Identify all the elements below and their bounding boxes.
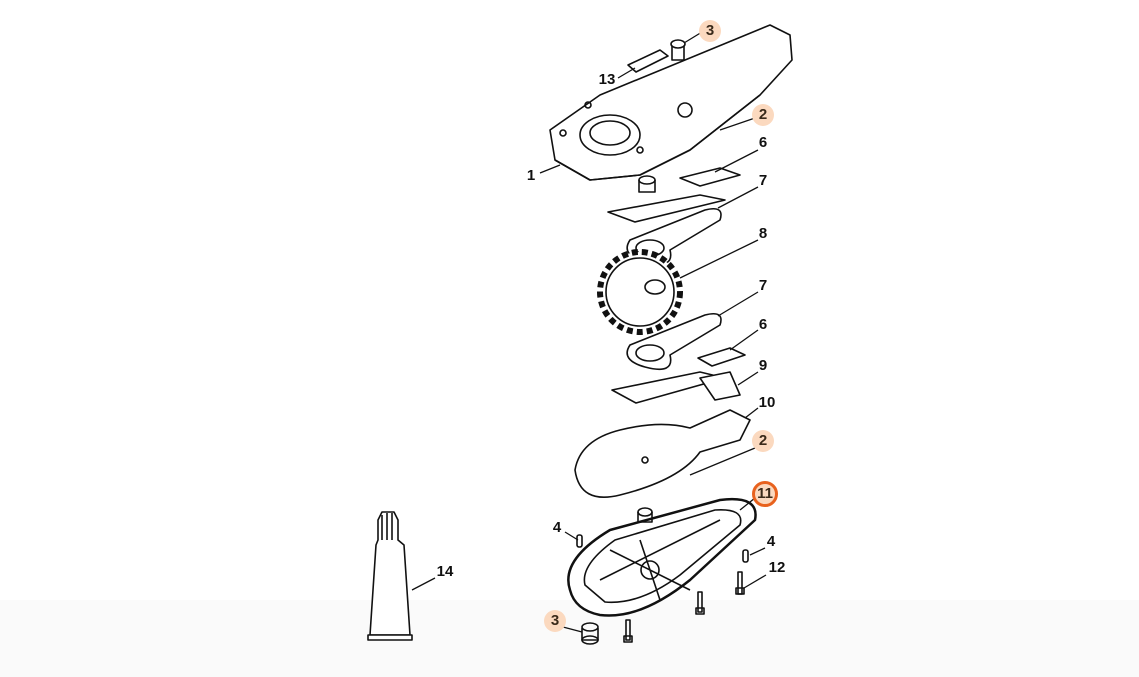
screw-part (670, 39, 686, 61)
connecting-rod-part (626, 312, 722, 371)
floor-shade (0, 600, 1139, 677)
callout-13[interactable]: 13 (598, 71, 616, 88)
gasket-part (574, 409, 751, 499)
screw-part (623, 619, 633, 643)
callout-6-top[interactable]: 6 (758, 134, 768, 151)
callout-11-selected[interactable]: 11 (752, 481, 778, 507)
gear-part (597, 249, 683, 335)
pin-part (576, 534, 583, 548)
callout-7-bottom[interactable]: 7 (758, 277, 768, 294)
slider-part (697, 347, 746, 367)
screw-part (735, 571, 745, 595)
callout-2-bottom[interactable]: 2 (752, 430, 774, 452)
callout-8[interactable]: 8 (758, 225, 768, 242)
callout-4-left[interactable]: 4 (552, 519, 562, 536)
callout-1[interactable]: 1 (526, 167, 536, 184)
screw-part (581, 622, 599, 645)
callout-3-bottom[interactable]: 3 (544, 610, 566, 632)
bracket-part (699, 371, 741, 401)
callout-7-top[interactable]: 7 (758, 172, 768, 189)
slider-part (679, 167, 741, 187)
callout-3-top[interactable]: 3 (699, 20, 721, 42)
screw-part (695, 591, 705, 615)
callout-2-top[interactable]: 2 (752, 104, 774, 126)
callout-6-bottom[interactable]: 6 (758, 316, 768, 333)
callout-4-right[interactable]: 4 (766, 533, 776, 550)
bushing-part (638, 175, 656, 193)
callout-12[interactable]: 12 (768, 559, 786, 576)
callout-14[interactable]: 14 (436, 563, 454, 580)
pin-part (742, 549, 749, 563)
grease-tube-part (367, 511, 413, 641)
callout-10[interactable]: 10 (758, 394, 776, 411)
cover-part (567, 497, 757, 617)
gear-housing-part (549, 24, 793, 181)
plate-part (607, 194, 726, 223)
callout-9[interactable]: 9 (758, 357, 768, 374)
